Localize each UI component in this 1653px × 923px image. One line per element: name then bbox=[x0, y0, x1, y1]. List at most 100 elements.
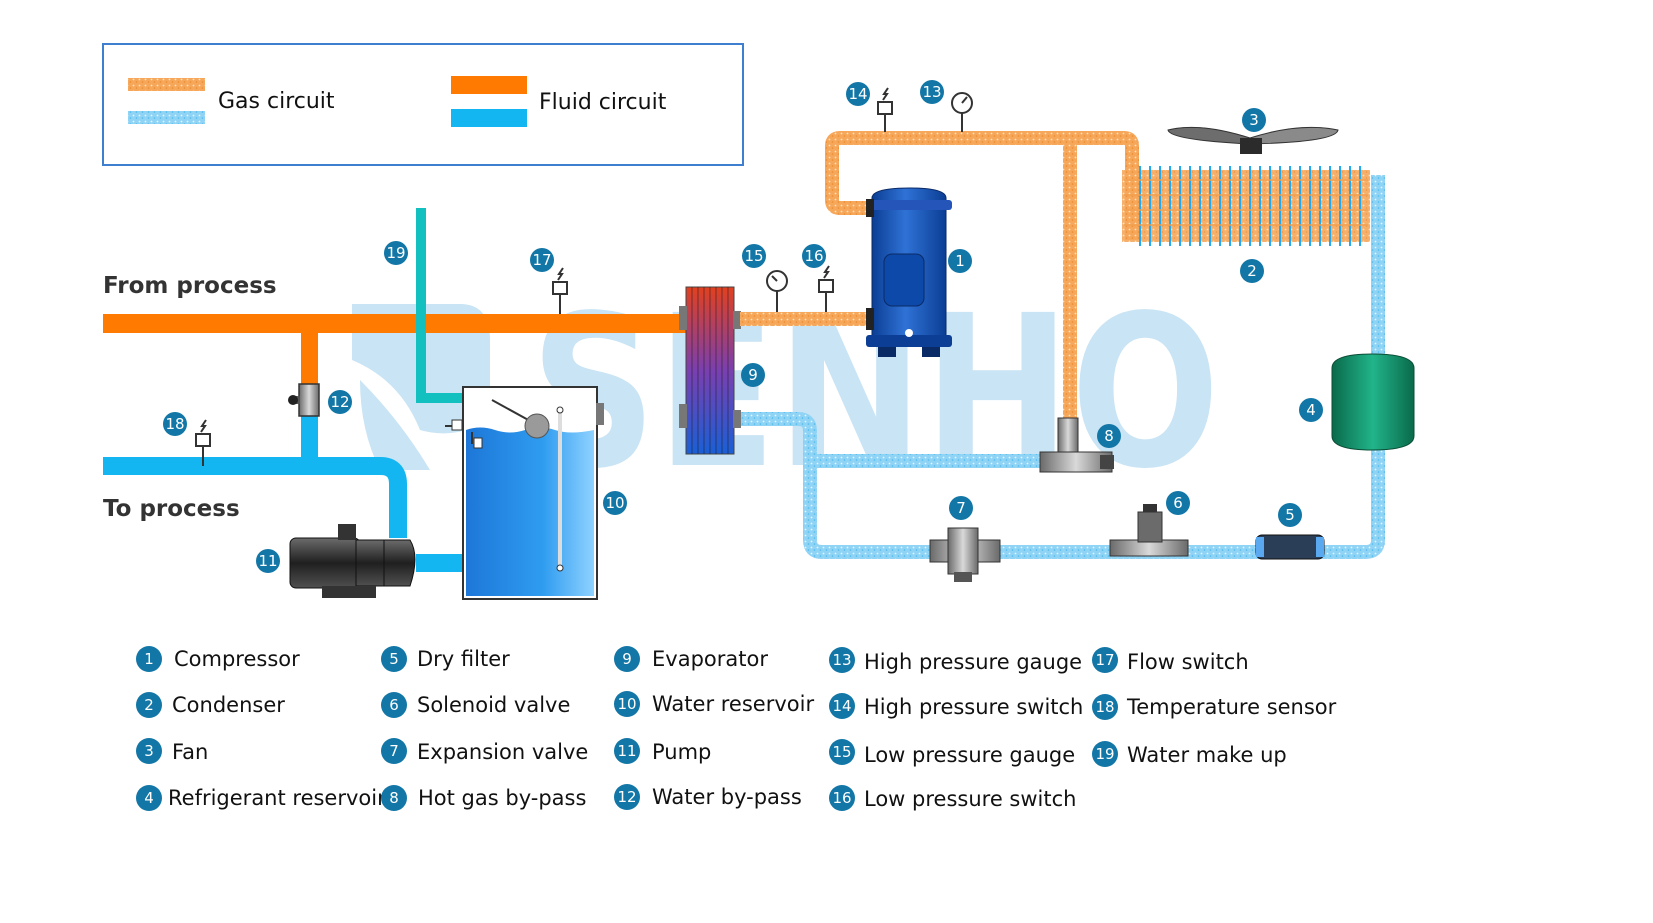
key-item-7: 7 Expansion valve bbox=[381, 738, 588, 764]
svg-text:17: 17 bbox=[1095, 651, 1114, 669]
svg-text:3: 3 bbox=[144, 742, 154, 760]
fluid-circuit bbox=[103, 208, 686, 572]
evaporator bbox=[679, 286, 741, 455]
svg-text:Flow switch: Flow switch bbox=[1127, 650, 1249, 674]
diagram-badges: 1 2 3 4 5 6 7 8 9 10 11 12 13 14 15 16 1… bbox=[163, 80, 1323, 573]
badge-2: 2 bbox=[1240, 259, 1264, 283]
svg-text:18: 18 bbox=[1095, 698, 1114, 716]
svg-text:2: 2 bbox=[144, 696, 154, 714]
svg-text:Condenser: Condenser bbox=[172, 693, 285, 717]
svg-text:8: 8 bbox=[1104, 427, 1114, 445]
svg-text:4: 4 bbox=[144, 789, 154, 807]
badge-17: 17 bbox=[530, 248, 554, 272]
svg-text:15: 15 bbox=[832, 743, 851, 761]
svg-text:17: 17 bbox=[532, 251, 551, 269]
badge-6: 6 bbox=[1166, 491, 1190, 515]
svg-text:14: 14 bbox=[848, 85, 867, 103]
svg-text:1: 1 bbox=[144, 650, 154, 668]
badge-8: 8 bbox=[1097, 424, 1121, 448]
svg-text:Evaporator: Evaporator bbox=[652, 647, 768, 671]
svg-text:1: 1 bbox=[955, 252, 965, 270]
svg-text:2: 2 bbox=[1247, 262, 1257, 280]
svg-text:Water reservoir: Water reservoir bbox=[652, 692, 814, 716]
svg-text:14: 14 bbox=[832, 697, 851, 715]
key-item-15: 15 Low pressure gauge bbox=[829, 739, 1075, 767]
svg-text:Solenoid valve: Solenoid valve bbox=[417, 693, 570, 717]
key-item-14: 14 High pressure switch bbox=[829, 693, 1083, 719]
svg-text:10: 10 bbox=[617, 695, 636, 713]
fluid-blue-swatch bbox=[451, 109, 527, 127]
key-item-3: 3 Fan bbox=[136, 738, 208, 764]
svg-text:13: 13 bbox=[922, 83, 941, 101]
svg-text:9: 9 bbox=[748, 366, 758, 384]
to-process-label: To process bbox=[103, 496, 240, 522]
badge-18: 18 bbox=[163, 412, 187, 436]
svg-text:7: 7 bbox=[956, 499, 966, 517]
svg-text:Expansion valve: Expansion valve bbox=[417, 740, 588, 764]
svg-text:11: 11 bbox=[258, 552, 277, 570]
svg-text:18: 18 bbox=[165, 415, 184, 433]
fan bbox=[1167, 126, 1339, 154]
svg-text:16: 16 bbox=[804, 247, 823, 265]
legend-gas-label: Gas circuit bbox=[218, 89, 335, 114]
instruments bbox=[195, 87, 973, 466]
svg-text:Compressor: Compressor bbox=[174, 647, 300, 671]
badge-11: 11 bbox=[256, 549, 280, 573]
badge-5: 5 bbox=[1278, 503, 1302, 527]
solenoid-valve bbox=[1109, 504, 1189, 557]
fluid-orange-swatch bbox=[451, 76, 527, 94]
svg-text:Water make up: Water make up bbox=[1127, 743, 1287, 767]
svg-text:12: 12 bbox=[617, 788, 636, 806]
svg-text:3: 3 bbox=[1249, 111, 1259, 129]
svg-text:16: 16 bbox=[832, 789, 851, 807]
badge-10: 10 bbox=[603, 491, 627, 515]
svg-text:11: 11 bbox=[617, 742, 636, 760]
svg-text:High pressure switch: High pressure switch bbox=[864, 695, 1083, 719]
svg-text:7: 7 bbox=[389, 742, 399, 760]
svg-text:Fan: Fan bbox=[172, 740, 208, 764]
svg-text:9: 9 bbox=[622, 650, 632, 668]
svg-text:Refrigerant reservoir: Refrigerant reservoir bbox=[168, 786, 386, 810]
hot-gas-valve bbox=[1039, 417, 1114, 473]
svg-text:5: 5 bbox=[1285, 506, 1295, 524]
legend-fluid-label: Fluid circuit bbox=[539, 90, 667, 115]
compressor bbox=[866, 187, 952, 357]
badge-4: 4 bbox=[1299, 398, 1323, 422]
svg-text:12: 12 bbox=[330, 393, 349, 411]
refrigerant-reservoir bbox=[1331, 353, 1415, 451]
gas-orange-swatch bbox=[128, 78, 205, 91]
pump bbox=[289, 524, 416, 598]
bypass-valve bbox=[288, 383, 320, 417]
badge-14: 14 bbox=[846, 82, 870, 106]
svg-text:8: 8 bbox=[389, 789, 399, 807]
from-process-pipe bbox=[103, 314, 686, 333]
legend: Gas circuit Fluid circuit bbox=[102, 43, 744, 166]
svg-text:10: 10 bbox=[605, 494, 624, 512]
svg-text:Low pressure gauge: Low pressure gauge bbox=[864, 743, 1075, 767]
badge-3: 3 bbox=[1242, 108, 1266, 132]
gas-blue-swatch bbox=[128, 111, 205, 124]
gas-circuit bbox=[740, 131, 1385, 559]
dry-filter bbox=[1255, 534, 1325, 560]
svg-text:Hot gas by-pass: Hot gas by-pass bbox=[418, 786, 586, 810]
badge-16: 16 bbox=[802, 244, 826, 268]
badge-19: 19 bbox=[384, 241, 408, 265]
expansion-valve bbox=[929, 527, 1001, 582]
badge-15: 15 bbox=[742, 244, 766, 268]
badge-1: 1 bbox=[948, 249, 972, 273]
key-item-10: 10 Water reservoir bbox=[614, 691, 814, 717]
badge-7: 7 bbox=[949, 496, 973, 520]
water-reservoir bbox=[445, 386, 604, 600]
key-item-8: 8 Hot gas by-pass bbox=[381, 785, 586, 811]
key-item-17: 17 Flow switch bbox=[1092, 647, 1249, 674]
svg-text:19: 19 bbox=[386, 244, 405, 262]
condenser bbox=[1122, 166, 1370, 246]
svg-text:Dry filter: Dry filter bbox=[417, 647, 510, 671]
